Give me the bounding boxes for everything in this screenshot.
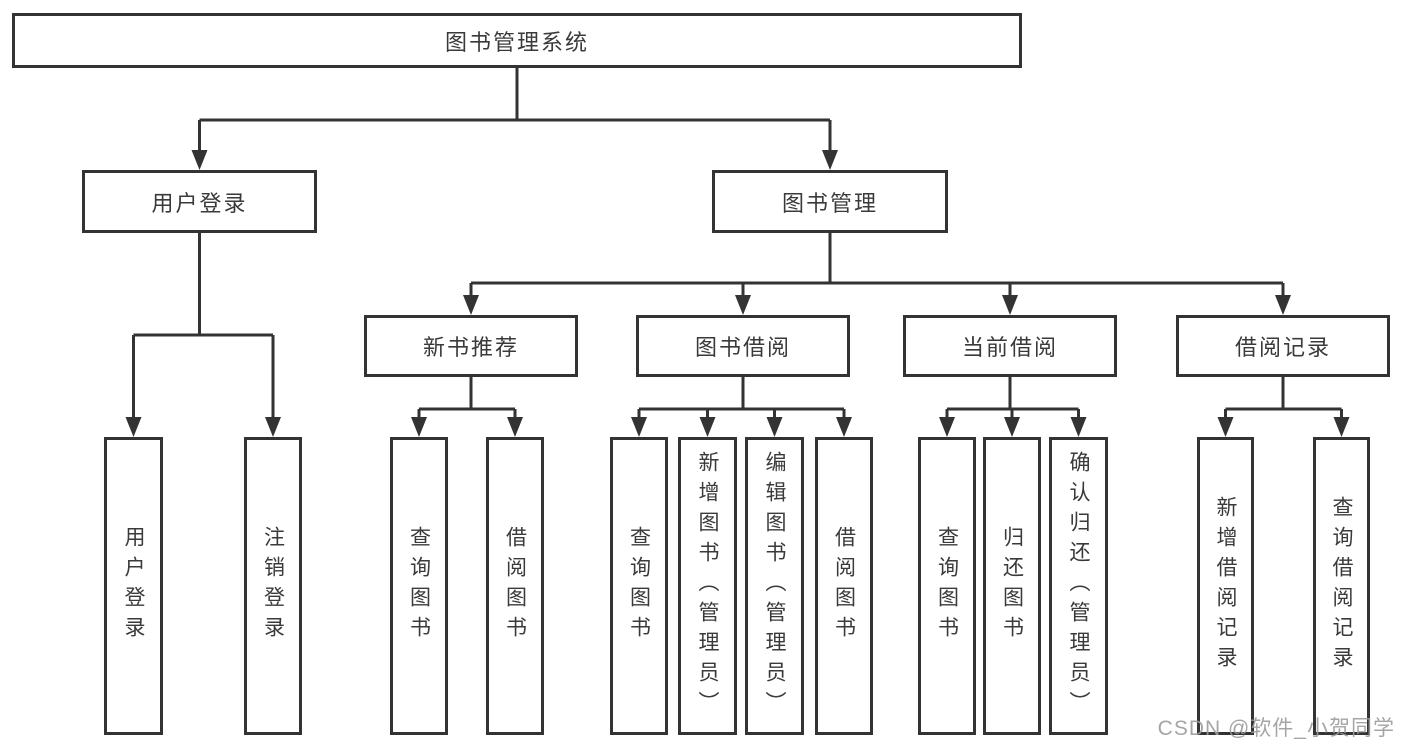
arrow-down-icon bbox=[766, 417, 783, 437]
node-book-management-label: 图书管理 bbox=[781, 190, 878, 216]
leaf-borrow-books-recommend: 借阅图书 bbox=[486, 437, 544, 735]
leaf-borrow-books: 借阅图书 bbox=[815, 437, 873, 735]
leaf-edit-book-admin: 编辑图书（管理员） bbox=[745, 437, 804, 735]
node-borrowing-records-label: 借阅记录 bbox=[1234, 335, 1331, 360]
node-borrowing-records: 借阅记录 bbox=[1176, 315, 1390, 377]
leaf-add-book-admin-label: 新增图书（管理员） bbox=[696, 451, 719, 721]
leaf-return-books: 归还图书 bbox=[983, 437, 1041, 735]
arrow-down-icon bbox=[1217, 417, 1234, 437]
arrow-down-icon bbox=[463, 295, 479, 315]
leaf-user-login: 用户登录 bbox=[104, 437, 163, 735]
node-new-book-recommend: 新书推荐 bbox=[364, 315, 578, 377]
leaf-return-books-label: 归还图书 bbox=[1000, 526, 1024, 646]
arrow-down-icon bbox=[1275, 295, 1291, 315]
arrow-down-icon bbox=[411, 417, 427, 437]
leaf-add-borrow-record-label: 新增借阅记录 bbox=[1214, 496, 1237, 676]
arrow-down-icon bbox=[265, 417, 281, 437]
node-current-borrowing-label: 当前借阅 bbox=[961, 335, 1058, 360]
arrow-down-icon bbox=[836, 417, 852, 437]
leaf-borrow-books-recommend-label: 借阅图书 bbox=[503, 526, 527, 646]
arrow-down-icon bbox=[699, 417, 716, 437]
arrow-down-icon bbox=[1004, 417, 1020, 437]
leaf-logout: 注销登录 bbox=[244, 437, 302, 735]
leaf-confirm-return-admin: 确认归还（管理员） bbox=[1049, 437, 1108, 735]
leaf-logout-label: 注销登录 bbox=[261, 526, 285, 646]
arrow-down-icon bbox=[125, 417, 142, 437]
node-current-borrowing: 当前借阅 bbox=[903, 315, 1117, 377]
leaf-add-borrow-record: 新增借阅记录 bbox=[1197, 437, 1254, 735]
node-new-book-recommend-label: 新书推荐 bbox=[422, 335, 519, 360]
leaf-query-borrow-record: 查询借阅记录 bbox=[1313, 437, 1370, 735]
leaf-query-books-current-label: 查询图书 bbox=[935, 526, 959, 646]
arrow-down-icon bbox=[1002, 295, 1018, 315]
arrow-down-icon bbox=[939, 417, 955, 437]
arrow-down-icon bbox=[1333, 417, 1350, 437]
node-user-login: 用户登录 bbox=[82, 170, 317, 233]
arrow-down-icon bbox=[507, 417, 523, 437]
watermark: CSDN @软件_小贺同学 bbox=[1157, 717, 1395, 740]
arrow-down-icon bbox=[735, 295, 751, 315]
leaf-user-login-label: 用户登录 bbox=[122, 526, 145, 646]
leaf-query-books-borrow-label: 查询图书 bbox=[627, 526, 651, 646]
leaf-edit-book-admin-label: 编辑图书（管理员） bbox=[763, 451, 786, 721]
leaf-borrow-books-label: 借阅图书 bbox=[832, 526, 856, 646]
node-root-label: 图书管理系统 bbox=[444, 29, 589, 55]
leaf-query-books-recommend: 查询图书 bbox=[390, 437, 448, 735]
node-root: 图书管理系统 bbox=[12, 13, 1022, 68]
leaf-query-books-recommend-label: 查询图书 bbox=[407, 526, 431, 646]
arrow-down-icon bbox=[631, 417, 647, 437]
arrow-down-icon bbox=[191, 150, 208, 170]
node-book-borrowing-label: 图书借阅 bbox=[694, 335, 791, 360]
arrow-down-icon bbox=[822, 150, 838, 170]
leaf-confirm-return-admin-label: 确认归还（管理员） bbox=[1067, 451, 1090, 721]
leaf-query-books-current: 查询图书 bbox=[918, 437, 976, 735]
node-book-borrowing: 图书借阅 bbox=[636, 315, 850, 377]
node-book-management: 图书管理 bbox=[712, 170, 948, 233]
leaf-query-borrow-record-label: 查询借阅记录 bbox=[1330, 496, 1353, 676]
arrow-down-icon bbox=[1070, 417, 1087, 437]
leaf-add-book-admin: 新增图书（管理员） bbox=[678, 437, 737, 735]
node-user-login-label: 用户登录 bbox=[151, 190, 248, 216]
leaf-query-books-borrow: 查询图书 bbox=[610, 437, 668, 735]
